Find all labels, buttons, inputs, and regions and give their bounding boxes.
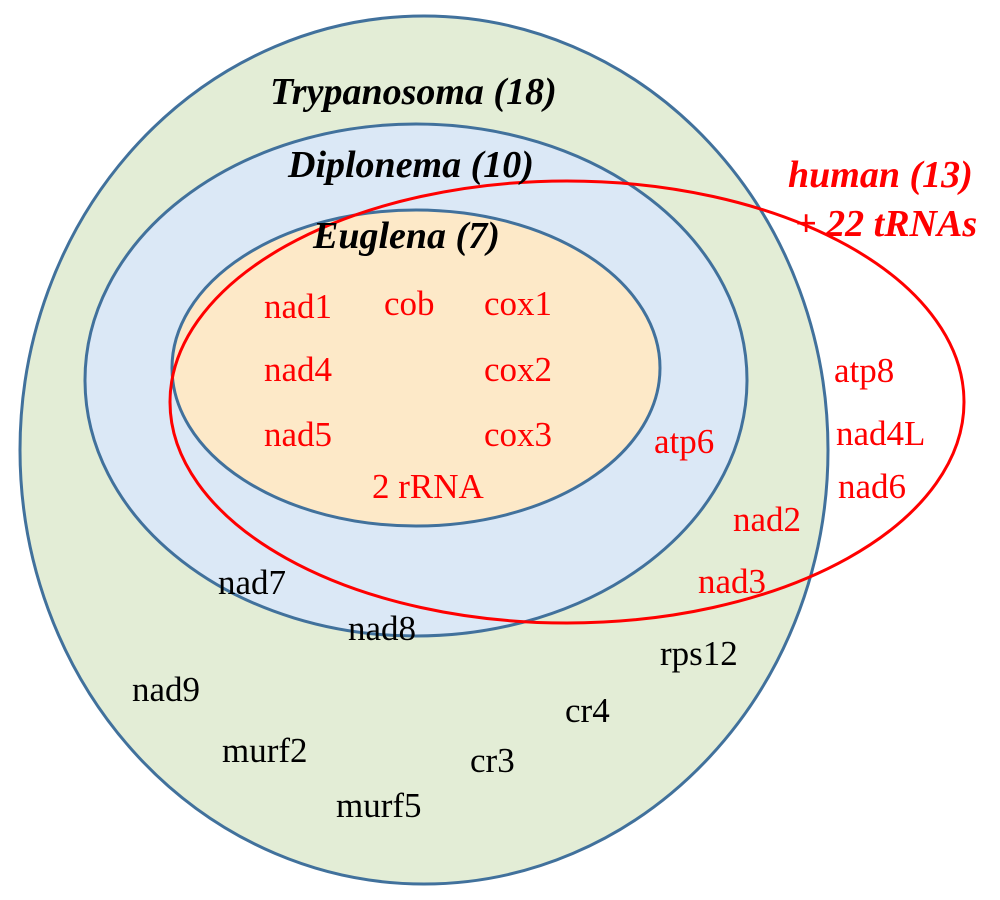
- gene-cr3: cr3: [470, 741, 515, 780]
- gene-cob: cob: [384, 284, 435, 323]
- gene-nad4L: nad4L: [836, 414, 925, 453]
- gene-nad9: nad9: [132, 670, 200, 709]
- euglena-label: Euglena (7): [312, 215, 500, 257]
- gene-murf5: murf5: [336, 786, 422, 825]
- diplonema-label: Diplonema (10): [287, 144, 534, 186]
- gene-nad6: nad6: [838, 467, 906, 506]
- gene-nad3: nad3: [698, 562, 766, 601]
- gene-nad2: nad2: [733, 500, 801, 539]
- gene-murf2: murf2: [222, 731, 308, 770]
- gene-cox3: cox3: [484, 415, 552, 454]
- gene-2-rrna: 2 rRNA: [372, 467, 485, 506]
- human-set: [168, 179, 966, 625]
- gene-cox1: cox1: [484, 284, 552, 323]
- gene-nad8: nad8: [348, 609, 416, 648]
- gene-atp6: atp6: [654, 422, 714, 461]
- human-trna-label: + 22 tRNAs: [795, 203, 977, 245]
- human-label: human (13): [788, 154, 973, 196]
- gene-nad4: nad4: [264, 350, 332, 389]
- euglena-set: [170, 208, 662, 528]
- gene-rps12: rps12: [660, 634, 738, 673]
- gene-cox2: cox2: [484, 350, 552, 389]
- gene-nad5: nad5: [264, 415, 332, 454]
- gene-atp8: atp8: [834, 351, 894, 390]
- trypanosoma-label: Trypanosoma (18): [270, 71, 557, 113]
- gene-cr4: cr4: [565, 691, 610, 730]
- gene-nad1: nad1: [264, 287, 332, 326]
- gene-nad7: nad7: [218, 563, 286, 602]
